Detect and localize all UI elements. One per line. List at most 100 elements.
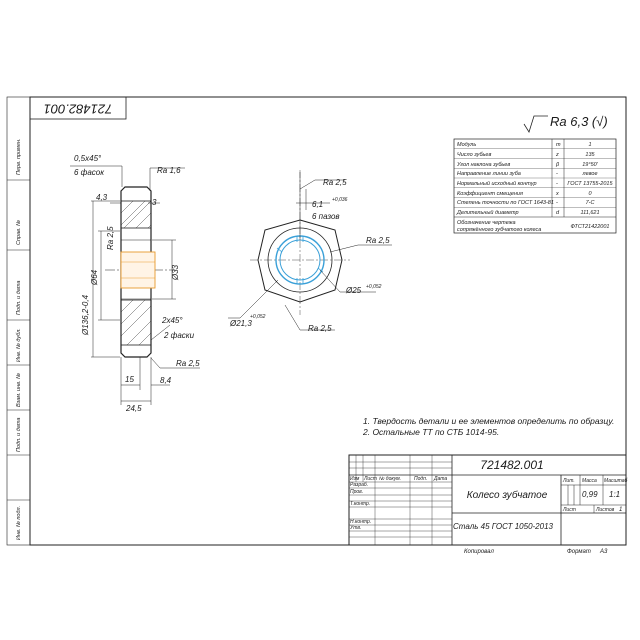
- dim-8-4: 8,4: [160, 376, 172, 385]
- mating-label: Обозначение чертежа: [457, 220, 516, 226]
- roughness-bore: Ra 2,5: [106, 226, 115, 250]
- side-strip-labels: Перв. примен. Справ. № Подп. и дата Инв.…: [16, 138, 22, 540]
- dim-3: 3: [152, 198, 157, 207]
- dim-33: Ø33: [171, 264, 180, 281]
- dim-21-3-tolerance: +0,052: [250, 314, 266, 320]
- row-tkontr: Т.контр.: [350, 501, 370, 507]
- title-designation: 721482.001: [480, 458, 543, 472]
- param-name: Модуль: [457, 142, 476, 148]
- side-strip: [6, 96, 31, 546]
- side-label: Подп. и дата: [16, 281, 22, 315]
- param-symbol: z: [555, 152, 559, 158]
- scale-label: Масштаб: [604, 478, 628, 484]
- rotated-stamp-number: 721482.001: [44, 102, 113, 117]
- roughness-sign: [523, 115, 548, 133]
- mass-label: Масса: [582, 478, 597, 484]
- dim-25-tolerance: +0,052: [366, 284, 382, 290]
- chamfer-bottom-count: 2 фаски: [163, 331, 195, 340]
- param-name: Нормальный исходный контур: [457, 180, 537, 187]
- roughness-top: Ra 1,6: [157, 166, 181, 175]
- col-sign: Подп.: [414, 476, 427, 482]
- gear-section-view: 0,5х45° 6 фасок Ra 1,6 4,3 3 Ra 2,5 Ø64 …: [70, 154, 200, 413]
- slots: [276, 236, 324, 284]
- param-value: 0: [588, 191, 592, 197]
- param-value: 111,621: [580, 210, 599, 216]
- row-utv: Утв.: [350, 525, 361, 531]
- sheet-label: Лист: [562, 507, 576, 513]
- dim-24-5: 24,5: [125, 404, 142, 413]
- dimension-lines: [70, 165, 200, 405]
- side-strip-dividers: [7, 179, 30, 501]
- row-razrab: Разраб.: [350, 482, 368, 488]
- col-list: Лист: [363, 476, 377, 482]
- bottom-margin-labels: Копировал Формат A3: [464, 549, 608, 555]
- rotated-stamp-box: [29, 96, 127, 120]
- param-value: 7-С: [586, 200, 595, 206]
- hub-bore: [120, 251, 156, 289]
- mating-value: ФТСТ21422001: [571, 224, 610, 230]
- side-label: Справ. №: [16, 220, 22, 245]
- param-symbol: d: [556, 210, 560, 216]
- param-name: Число зубьев: [457, 152, 491, 158]
- slot-count: 6 пазов: [312, 212, 340, 221]
- param-value: левое: [581, 171, 597, 177]
- sheets-label: Листов: [595, 507, 615, 513]
- dim-4-3: 4,3: [96, 193, 108, 202]
- general-roughness: Ra 6,3 (√): [550, 114, 608, 129]
- param-value: 135: [585, 152, 595, 158]
- param-name: Направление линии зуба: [457, 171, 521, 177]
- copied-label: Копировал: [464, 549, 494, 555]
- title-material: Сталь 45 ГОСТ 1050-2013: [453, 522, 554, 531]
- param-name: Угол наклона зубьев: [456, 162, 510, 168]
- note-1: 1. Твердость детали и ее элементов опред…: [363, 416, 614, 426]
- rim-bottom: [120, 299, 152, 346]
- view-dimension-lines: [228, 172, 392, 331]
- row-prov: Пров.: [350, 489, 363, 495]
- param-symbol: x: [555, 191, 559, 197]
- dim-64: Ø64: [90, 269, 99, 286]
- dim-136: Ø136,2-0,4: [81, 294, 90, 336]
- chamfer-top-count: 6 фасок: [74, 168, 105, 177]
- note-2: 2. Остальные ТТ по СТБ 1014-95.: [362, 427, 499, 437]
- col-doc: № докум.: [379, 476, 401, 482]
- col-date: Дата: [433, 476, 447, 482]
- hatch-bottom: [120, 299, 152, 346]
- hatch-top: [120, 200, 152, 229]
- side-label: Инв. № подл.: [16, 506, 22, 540]
- technical-notes: 1. Твердость детали и ее элементов опред…: [362, 416, 614, 437]
- format-label: Формат: [567, 549, 591, 555]
- roughness-side: Ra 2,5: [176, 359, 200, 368]
- param-value: 19°50': [582, 162, 598, 168]
- row-nkontr: Н.контр.: [350, 519, 371, 525]
- format-value: A3: [599, 549, 608, 555]
- dim-15: 15: [125, 375, 134, 384]
- hub-outline: [257, 219, 343, 303]
- param-name: Коэффициент смещения: [457, 191, 523, 197]
- param-value: ГОСТ 13755-2015: [567, 181, 613, 187]
- dim-25: Ø25: [345, 286, 362, 295]
- col-izm: Изм: [350, 476, 360, 482]
- roughness-view-right: Ra 2,5: [366, 236, 390, 245]
- param-symbol: m: [556, 142, 561, 148]
- param-name: Степень точности по ГОСТ 1643-81: [457, 200, 554, 206]
- param-name: Делительный диаметр: [456, 209, 519, 216]
- mass-value: 0,99: [582, 490, 598, 499]
- param-symbol: β: [555, 162, 560, 168]
- hub-end-view: Ra 2,5 6,1 +0,036 6 пазов Ra 2,5 Ø25 +0,…: [228, 170, 392, 333]
- param-symbol: -: [556, 200, 558, 206]
- param-symbol: -: [556, 171, 558, 177]
- title-block: 721482.001 Колесо зубчатое Сталь 45 ГОСТ…: [348, 454, 628, 546]
- slot-width: 6,1: [312, 200, 323, 209]
- side-label: Подп. и дата: [16, 418, 22, 452]
- scale-value: 1:1: [609, 490, 620, 499]
- dim-21-3: Ø21,3: [229, 319, 252, 328]
- roughness-view-bottom: Ra 2,5: [308, 324, 332, 333]
- chamfer-top-dim: 0,5х45°: [74, 154, 102, 163]
- gear-parameters-table: Модуль m 1 Число зубьев z 135 Угол накло…: [453, 138, 617, 234]
- roughness-view-top: Ra 2,5: [323, 178, 347, 187]
- sheets-value: 1: [619, 507, 622, 513]
- mating-label: сопряжённого зубчатого колеса: [457, 227, 541, 233]
- side-label: Перв. примен.: [16, 138, 22, 175]
